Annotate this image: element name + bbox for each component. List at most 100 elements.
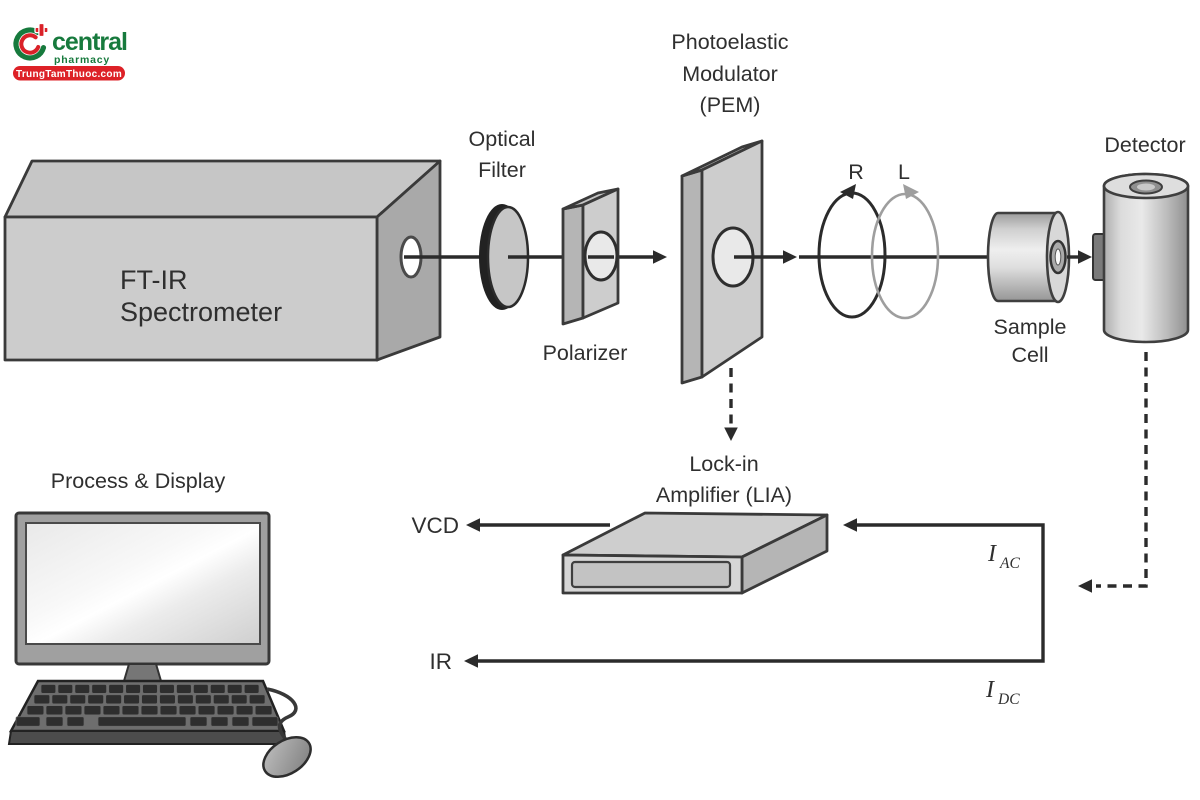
logo-red-arc	[19, 33, 41, 55]
pem-side-face	[680, 168, 704, 385]
keyboard-key	[197, 705, 216, 716]
detector-signal-arrowhead	[1078, 579, 1092, 593]
photoelastic-modulator: Photoelastic Modulator (PEM)	[671, 30, 789, 385]
detector: Detector	[1092, 133, 1190, 344]
iac-idc-signal-path	[476, 523, 1045, 663]
lia-label-line2: Amplifier (LIA)	[656, 483, 792, 507]
keyboard-key	[243, 684, 260, 694]
pharmacy-logo: central pharmacy TrungTamThuoc.com	[13, 22, 128, 81]
lia-front-panel	[570, 560, 732, 589]
keyboard-front-edge	[7, 730, 288, 745]
keyboard-key	[66, 716, 85, 727]
iac-symbol: I	[987, 541, 997, 567]
ftir-box-top-face	[3, 159, 442, 219]
logo-green-arc	[13, 27, 47, 61]
logo-banner-text: TrungTamThuoc.com	[16, 69, 122, 80]
monitor-screen	[25, 522, 261, 645]
keyboard-key	[74, 684, 90, 694]
logo-banner	[13, 66, 125, 81]
keyboard-key	[142, 684, 158, 694]
ftir-label-line1: FT-IR	[120, 265, 188, 295]
sample-cell: Sample Cell	[986, 210, 1071, 367]
right-circular-polarization-circle	[817, 191, 887, 319]
keyboard-key	[140, 705, 159, 716]
keyboard-key	[159, 684, 175, 694]
pem-label-line3: (PEM)	[700, 93, 761, 117]
keyboard-key	[210, 716, 229, 727]
keyboard-key	[226, 684, 243, 694]
polarization-right-label: R	[848, 160, 864, 184]
keyboard-key	[141, 694, 158, 705]
computer-label: Process & Display	[51, 469, 226, 493]
right-circular-arrowhead	[840, 184, 856, 199]
polarizer-side-face	[561, 203, 585, 326]
keyboard-key	[121, 705, 140, 716]
polarizer-label: Polarizer	[543, 341, 628, 365]
ftir-spectrometer: FT-IR Spectrometer	[3, 159, 442, 362]
keyboard-key	[97, 716, 187, 727]
keyboard-key	[45, 716, 64, 727]
computer: Process & Display	[7, 469, 312, 779]
keyboard-key	[69, 694, 86, 705]
mouse	[262, 735, 312, 779]
keyboard-key	[64, 705, 83, 716]
sample-cell-aperture	[1054, 248, 1062, 266]
keyboard-key	[251, 716, 279, 727]
keyboard-key	[177, 694, 194, 705]
detector-label: Detector	[1104, 133, 1185, 157]
iac-arrowhead-into-lia	[843, 518, 857, 532]
detector-signal-dashed-line	[1096, 352, 1148, 588]
keyboard-key	[26, 705, 45, 716]
keyboard-key	[210, 684, 226, 694]
iac-subscript: AC	[999, 555, 1020, 572]
keyboard-key	[159, 694, 176, 705]
optical-filter-label-line1: Optical	[469, 127, 536, 151]
keyboard-key	[45, 705, 64, 716]
ir-output-arrowhead	[464, 654, 478, 668]
keyboard-key	[193, 684, 209, 694]
beam-arrowhead-into-pem	[653, 250, 667, 264]
keyboard-key	[83, 705, 102, 716]
keyboard-key	[91, 684, 107, 694]
logo-brand-text: central	[52, 28, 127, 56]
keyboard-key	[51, 694, 69, 705]
sample-cell-body	[986, 211, 1060, 303]
ir-output-label: IR	[430, 649, 453, 674]
ftir-label-line2: Spectrometer	[120, 297, 282, 327]
polarization-left-label: L	[898, 160, 910, 184]
logo-plus-icon	[34, 22, 49, 38]
left-circular-arrowhead	[903, 184, 919, 199]
sample-cell-label-line1: Sample	[994, 315, 1067, 339]
keyboard-key	[33, 694, 51, 705]
keyboard-key	[102, 705, 121, 716]
sample-cell-label-line2: Cell	[1011, 343, 1048, 367]
keyboard-key	[105, 694, 122, 705]
mouse-seam	[269, 748, 312, 778]
monitor-stand	[122, 663, 163, 682]
polarization-circles: R L	[817, 160, 940, 320]
keyboard-key	[213, 694, 230, 705]
pem-label-line1: Photoelastic	[671, 30, 788, 54]
idc-signal-label: I DC	[985, 677, 1020, 708]
keyboard-key	[248, 694, 266, 705]
keyboard-key	[15, 716, 41, 727]
lia-label-line1: Lock-in	[689, 452, 758, 476]
keyboard-key	[230, 694, 248, 705]
keyboard-key	[40, 684, 57, 694]
keyboard-key	[231, 716, 250, 727]
optical-filter: Optical Filter	[469, 127, 536, 310]
mouse-cable	[266, 687, 298, 748]
keyboard-key	[254, 705, 273, 716]
keyboard-key	[57, 684, 74, 694]
keyboard-key	[235, 705, 254, 716]
beam-arrowhead-after-pem	[783, 250, 797, 264]
beam-arrowhead-into-detector	[1078, 250, 1092, 264]
ftir-box-front-face	[3, 215, 379, 362]
pem-reference-arrowhead	[724, 427, 738, 441]
keyboard-key	[195, 694, 212, 705]
idc-symbol: I	[985, 677, 995, 703]
keyboard-key	[189, 716, 208, 727]
keyboard-keys	[15, 684, 279, 727]
